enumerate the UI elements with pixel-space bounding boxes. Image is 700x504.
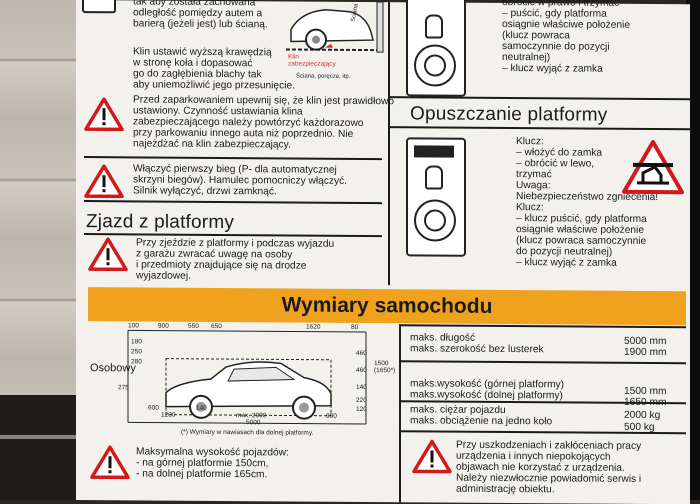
dim-label: 280 — [131, 358, 142, 366]
spec-value: 1650 mm — [624, 396, 667, 409]
height-warning-text: Maksymalna wysokość pojazdów: - na górne… — [136, 446, 289, 481]
column-divider — [399, 431, 401, 503]
dimensions-header-band: Wymiary samochodu — [88, 287, 686, 326]
instruction-sheet: tak aby została zachowana odległość pomi… — [76, 0, 690, 504]
wedge-diagram — [286, 1, 384, 53]
dim-label: 140 — [196, 404, 207, 412]
spec-value: 1900 mm — [624, 346, 667, 359]
warning-icon — [84, 97, 124, 132]
spec-value: 500 kg — [624, 421, 655, 434]
dim-label: 900 — [158, 322, 169, 330]
spec-label: maks. długość — [410, 332, 476, 344]
fault-warning-text: Przy uszkodzeniach i zakłóceniach pracy … — [456, 439, 642, 496]
spec-value: 1500 mm — [624, 385, 667, 398]
dim-label: 1620 — [306, 323, 321, 331]
diagram-footnote: (*) Wymiary w nawiasach dla dolnej platf… — [181, 428, 314, 437]
key-switch-icon — [406, 137, 466, 257]
divider — [84, 200, 382, 205]
exit-warning-text: Przy zjeździe z platformy i podczas wyja… — [136, 237, 335, 282]
dim-label: 220 — [356, 396, 367, 405]
spec-value: 5000 mm — [624, 335, 667, 348]
raise-steps-text: obrócić w prawo i trzymać – puścić, gdy … — [502, 0, 630, 75]
car-dimension-diagram — [127, 329, 367, 425]
divider — [388, 126, 690, 131]
dim-label: 120 — [356, 405, 367, 414]
crush-warning-icon — [622, 140, 684, 195]
dim-label: 80 — [351, 323, 359, 331]
wedge-text: Klin ustawić wyższą krawędzią w stronę k… — [133, 46, 295, 92]
warning-icon — [90, 445, 130, 480]
spec-value: 2000 kg — [624, 409, 661, 422]
column-divider — [388, 2, 390, 286]
car-type-label: Osobowy — [90, 362, 136, 375]
warning-icon — [84, 164, 124, 199]
lowering-title: Opuszczanie platformy — [410, 103, 608, 126]
wall-shadow — [0, 395, 78, 500]
spec-label: maks.wysokość (dolnej platformy) — [410, 389, 563, 402]
divider — [84, 156, 382, 161]
dim-label: 180 — [131, 338, 142, 346]
divider — [388, 96, 690, 101]
dim-label: 900 — [326, 412, 337, 420]
key-mini-icon — [82, 0, 116, 14]
dim-label: 250 — [131, 348, 142, 356]
gear-warning-text: Włączyć pierwszy bieg (P- dla automatycz… — [133, 163, 348, 198]
dim-label: 650 — [211, 322, 222, 331]
warning-icon — [412, 439, 452, 474]
dim-label: 550 — [188, 322, 199, 330]
dim-label: 460 — [356, 349, 367, 358]
spec-label: maks. obciążenie na jedno koło — [410, 415, 553, 428]
dimensions-title: Wymiary samochodu — [281, 293, 493, 318]
wedge-warning-text: Przed zaparkowaniem upewnij się, że klin… — [133, 94, 395, 151]
divider — [84, 233, 382, 238]
height-dim-label: 1500 (1650*) — [374, 360, 396, 375]
spec-label: maks. ciężar pojazdu — [410, 404, 506, 416]
exit-title: Zjazd z platformy — [86, 211, 235, 234]
key-switch-icon — [406, 0, 466, 97]
dim-label: 600 — [148, 404, 159, 412]
dim-label: 5000 — [246, 419, 261, 427]
dim-label: 275 — [118, 384, 129, 392]
dim-label: 1200 — [161, 411, 176, 419]
dim-label: 140 — [356, 383, 367, 392]
dim-label: 460 — [356, 366, 367, 375]
dim-label: 100 — [128, 322, 139, 330]
spec-label: maks. szerokość bez lusterek — [410, 343, 544, 356]
warning-icon — [88, 237, 128, 272]
